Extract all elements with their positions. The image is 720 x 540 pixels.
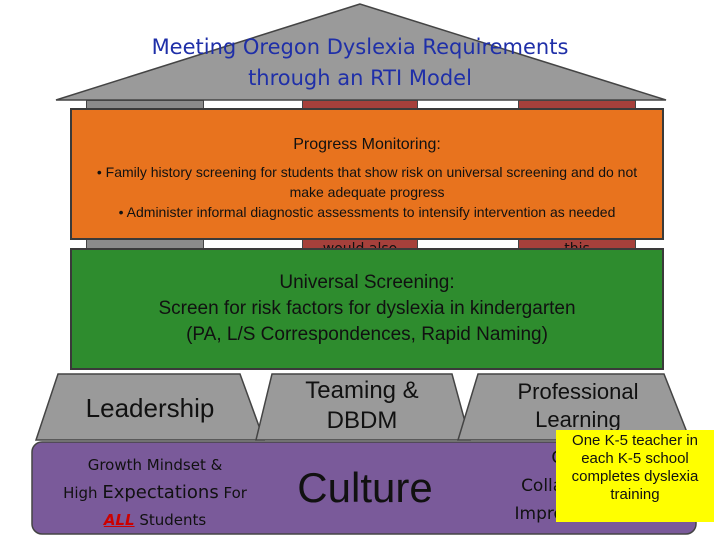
- growth-mindset-text: Growth Mindset & High Expectations For A…: [40, 452, 270, 534]
- universal-screening-heading: Universal Screening:: [279, 272, 455, 293]
- title-line-1: Meeting Oregon Dyslexia Requirements: [151, 35, 569, 59]
- universal-screening-box: Universal Screening: Screen for risk fac…: [70, 248, 664, 370]
- teaming-label: Teaming & DBDM: [305, 377, 419, 434]
- title-line-2: through an RTI Model: [248, 66, 472, 90]
- growth-mindset-line-3: ALL Students: [40, 507, 270, 534]
- progress-monitoring-heading: Progress Monitoring:: [293, 136, 441, 153]
- progress-monitoring-box: Progress Monitoring: • Family history sc…: [70, 108, 664, 240]
- growth-mindset-line-1: Growth Mindset &: [87, 456, 223, 474]
- progress-monitoring-item-2: • Administer informal diagnostic assessm…: [118, 204, 616, 220]
- all-emphasis: ALL: [103, 511, 135, 529]
- line3-part-b: Students: [134, 511, 207, 529]
- progress-monitoring-item-1: • Family history screening for students …: [96, 164, 638, 200]
- line2-part-b: Expectations: [102, 482, 219, 503]
- line2-part-c: For: [218, 484, 247, 502]
- growth-mindset-line-2: High Expectations For: [40, 479, 270, 507]
- universal-screening-line-3: (PA, L/S Correspondences, Rapid Naming): [186, 324, 548, 345]
- dyslexia-training-note: One K-5 teacher in each K-5 school compl…: [556, 430, 714, 522]
- page-title: Meeting Oregon Dyslexia Requirements thr…: [60, 32, 660, 94]
- pillar-middle-text: would also: [322, 241, 398, 250]
- leadership-label: Leadership: [85, 393, 215, 423]
- pillar-right-text: this: [564, 241, 590, 250]
- culture-label: Culture: [297, 464, 433, 511]
- universal-screening-line-2: Screen for risk factors for dyslexia in …: [158, 298, 576, 319]
- line2-part-a: High: [63, 484, 103, 502]
- professional-learning-label: Professional Learning: [517, 379, 639, 432]
